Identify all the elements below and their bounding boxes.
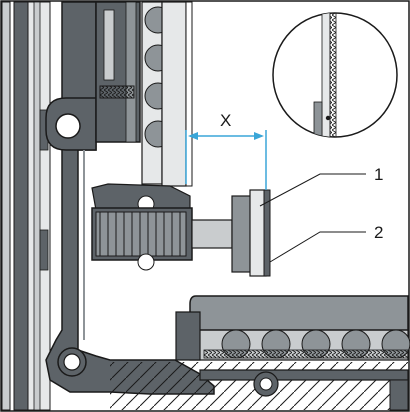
callout-1-label: 1 — [374, 165, 383, 184]
main-frame-profile — [45, 1, 215, 395]
roller-strip — [141, 1, 193, 187]
dimension-x-label: X — [220, 111, 231, 130]
callout-2-label: 2 — [374, 223, 383, 242]
dowel-icon — [95, 211, 187, 257]
dimension-x: X — [185, 111, 267, 190]
bottom-panel — [110, 295, 410, 411]
upper-guide — [95, 1, 141, 143]
detail-view-icon — [272, 12, 398, 138]
dowel-connector — [91, 183, 271, 277]
callouts: 1 2 — [259, 165, 383, 263]
left-wall-profile — [1, 1, 51, 411]
screw-icon — [99, 85, 135, 99]
